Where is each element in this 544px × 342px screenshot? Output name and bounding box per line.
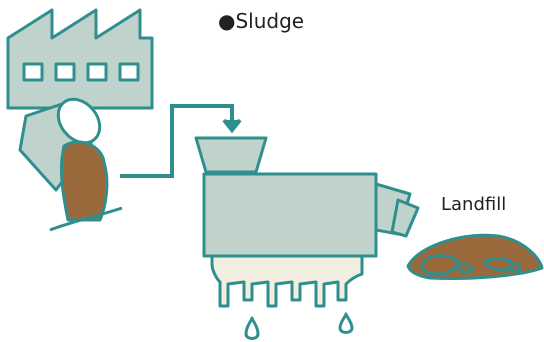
landfill-label: Landfill	[441, 194, 506, 215]
factory-icon	[6, 8, 154, 110]
drained-water-icon	[210, 254, 364, 340]
diagram-title: ●Sludge	[218, 9, 304, 33]
hopper-icon	[194, 136, 268, 174]
landfill-icon	[406, 233, 544, 281]
pouring-pipe-icon	[18, 97, 123, 232]
dewatering-machine-icon	[202, 172, 420, 258]
conveying-pipe	[120, 104, 242, 178]
